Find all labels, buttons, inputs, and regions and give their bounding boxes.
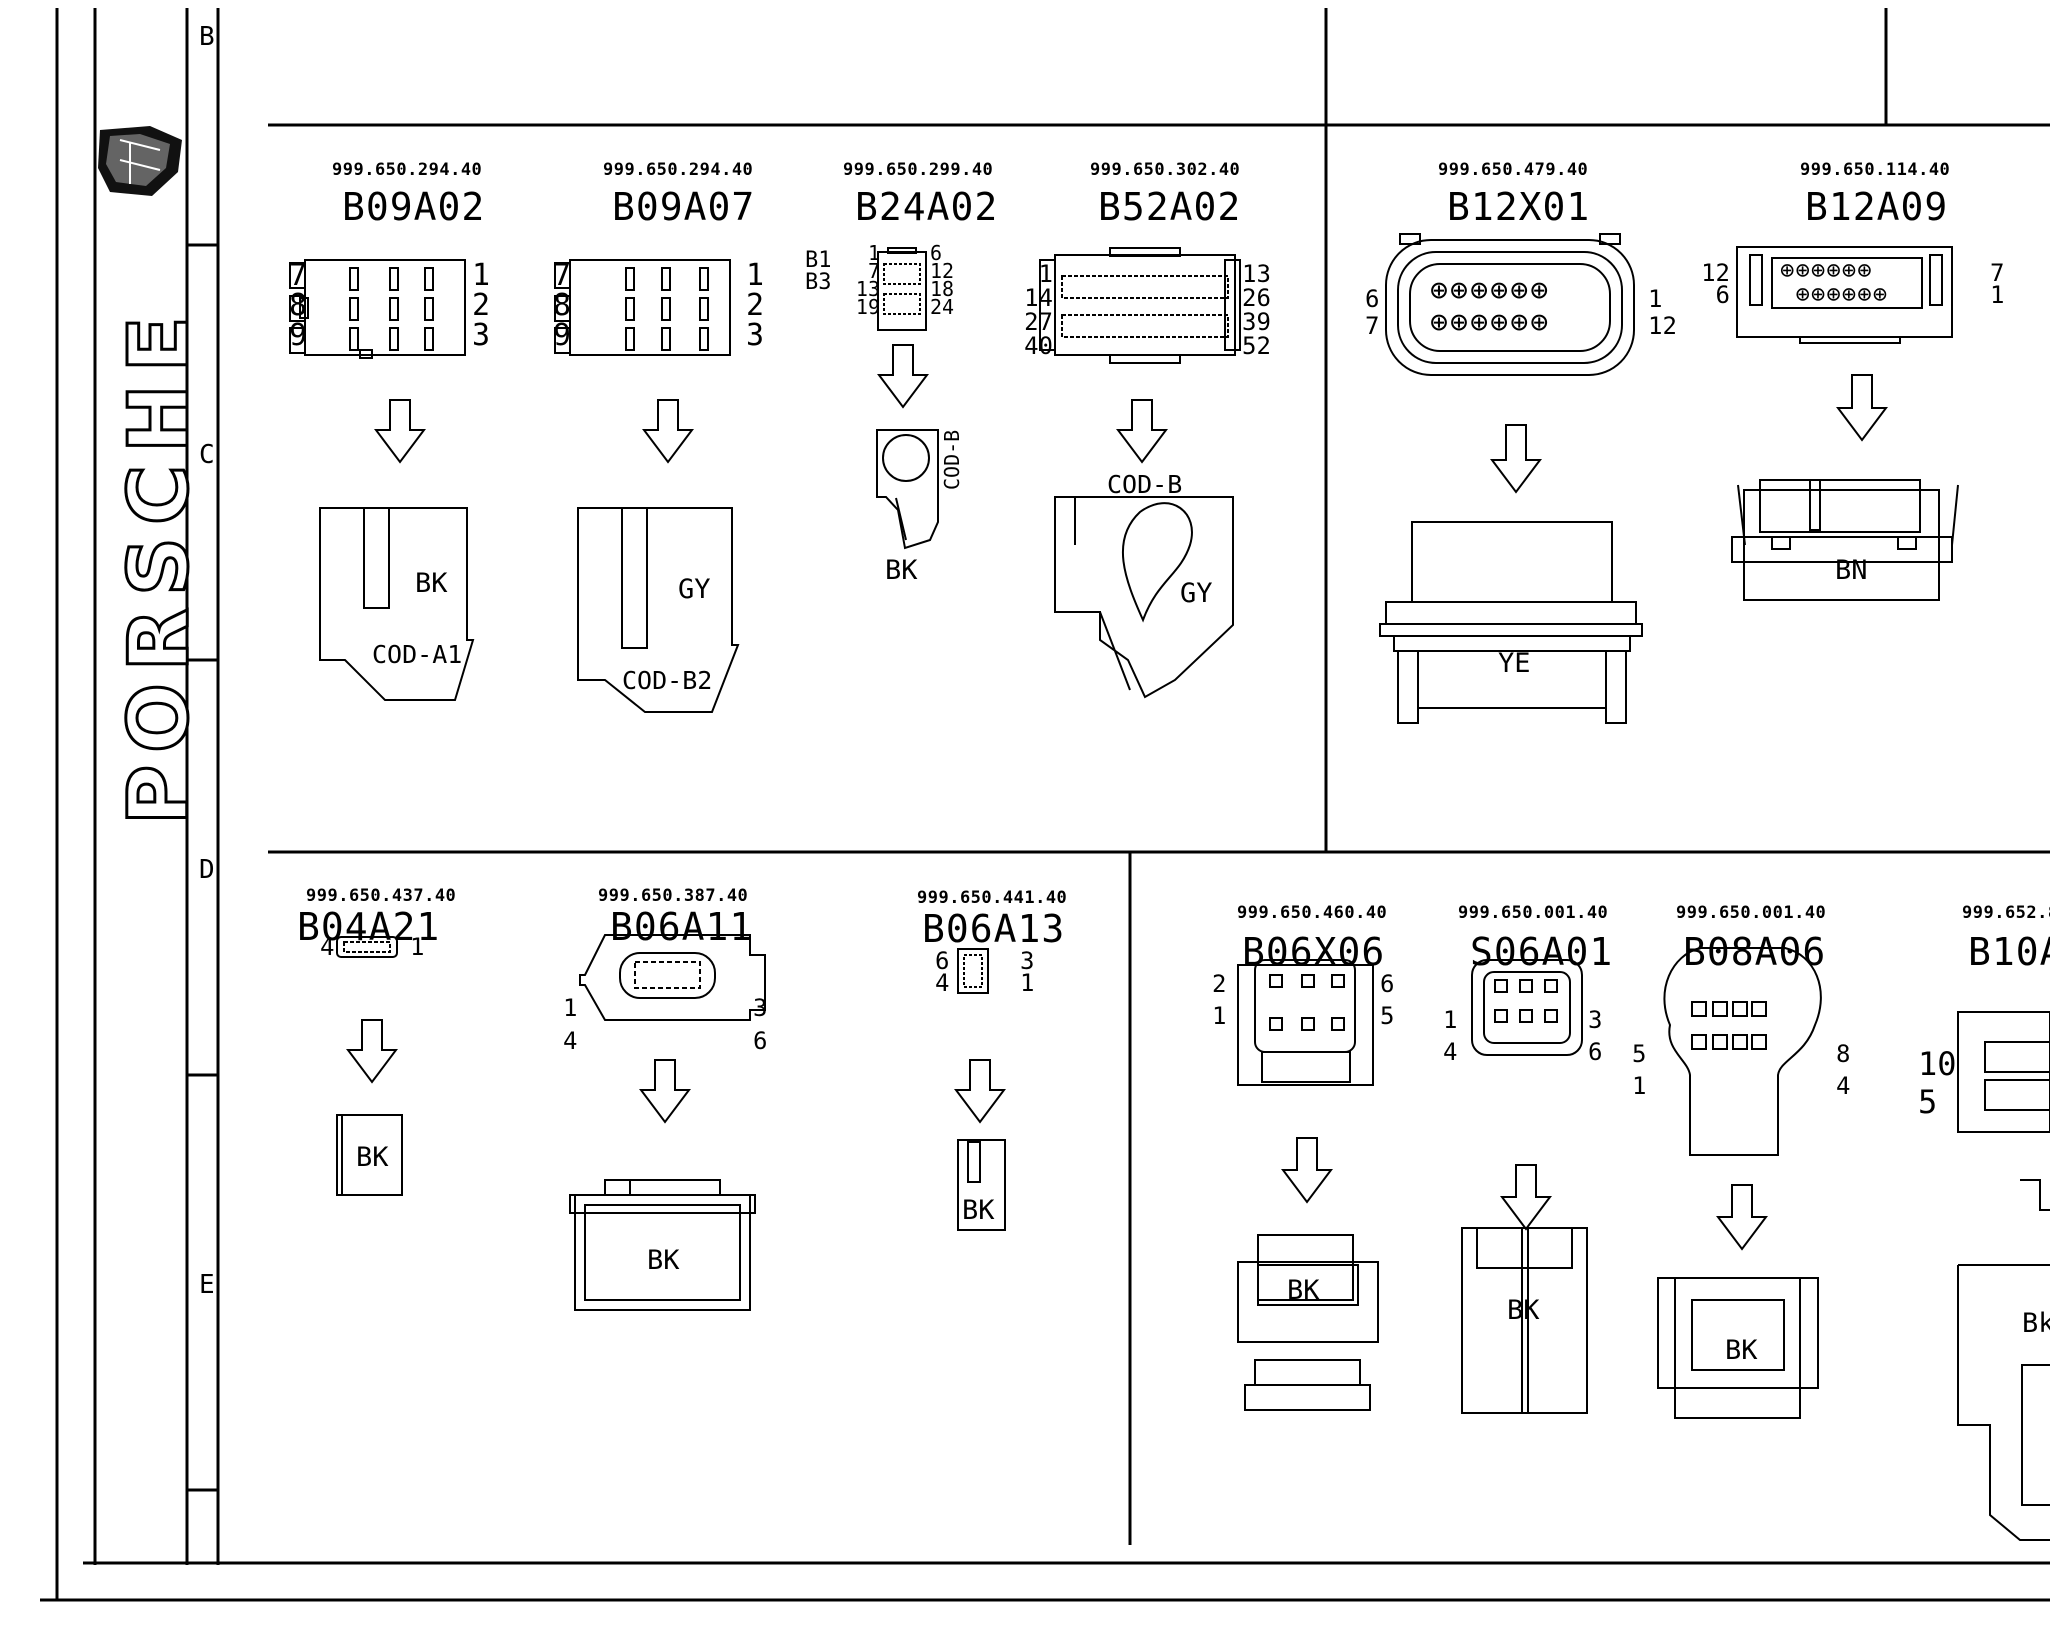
row-label-e: E [199, 1270, 215, 1300]
connector-code: B09A02 [342, 185, 486, 229]
color-code: GY [1180, 578, 1213, 609]
part-number: 999.650.441.40 [917, 888, 1068, 908]
row-label-c: C [199, 440, 215, 470]
pins-right: 6 12 18 24 [930, 241, 955, 319]
pins-left: 1 14 27 40 [1024, 260, 1053, 360]
pins-right: 1 2 3 [472, 258, 491, 353]
pins-left: 6 7 [1365, 285, 1380, 340]
part-number: 999.650.294.40 [332, 160, 483, 180]
color-code: BK [885, 555, 918, 586]
color-code: GY [678, 574, 711, 605]
pins-right: 8 4 [1836, 1040, 1851, 1100]
connector-code: B06X06 [1242, 930, 1386, 974]
row-label-b: B [199, 22, 215, 52]
part-number: 999.650.294.40 [603, 160, 754, 180]
connector-code: B52A02 [1098, 185, 1242, 229]
pins-right: 1 12 [1648, 285, 1677, 340]
row-label-d: D [199, 855, 215, 885]
pins-left: 5 1 [1632, 1040, 1647, 1100]
color-code: YE [1498, 648, 1531, 679]
pins-right: 3 6 [1588, 1006, 1603, 1066]
color-code: BK [356, 1142, 389, 1173]
part-number: 999.650.460.40 [1237, 903, 1388, 923]
pins-right: 3 6 [753, 994, 768, 1055]
pins-left: 12 6 [1701, 259, 1730, 309]
pins-left: 4 [320, 933, 335, 961]
pins-right: 7 1 [1990, 259, 2005, 309]
color-code: BK [647, 1245, 680, 1276]
pin-row-labels: B1 B3 [805, 248, 832, 295]
pins-left: 7 8 9 [289, 258, 308, 353]
color-code: BK [962, 1195, 995, 1226]
contact-grid: ⊕⊕⊕⊕⊕⊕⊕⊕⊕⊕⊕⊕ [1430, 273, 1551, 340]
porsche-crest-logo [98, 126, 182, 196]
part-number: 999.650.302.40 [1090, 160, 1241, 180]
part-number: 999.650.479.40 [1438, 160, 1589, 180]
color-code: BK [1725, 1335, 1758, 1366]
connector-code: B06A13 [922, 907, 1066, 951]
part-number: 999.650.387.40 [598, 886, 749, 906]
pins-right: 3 1 [1020, 947, 1035, 997]
connector-code: B09A07 [612, 185, 756, 229]
pins-left: 1 4 [563, 994, 578, 1055]
color-code: Bk [2022, 1308, 2050, 1339]
connector-code: B06A11 [610, 905, 754, 949]
porsche-brand-wordmark: PORSCHE [111, 303, 209, 827]
pins-left: 1 4 [1443, 1006, 1458, 1066]
part-number: 999.650.001.40 [1458, 903, 1609, 923]
pins-right: 13 26 39 52 [1242, 260, 1271, 360]
pins-left: 7 8 9 [553, 258, 572, 353]
color-code: BN [1835, 555, 1868, 586]
coding-label: COD-B [1107, 470, 1183, 499]
part-number: 999.652.8 [1962, 903, 2050, 923]
pins-right: 1 [410, 933, 425, 961]
connector-code: B04A21 [297, 905, 441, 949]
color-code: BK [415, 568, 448, 599]
connector-code: S06A01 [1470, 930, 1614, 974]
pins-left: 10 5 [1918, 1045, 1957, 1121]
part-number: 999.650.001.40 [1676, 903, 1827, 923]
color-code: BK [1507, 1295, 1540, 1326]
connector-code: B12A09 [1805, 185, 1949, 229]
connector-code: B24A02 [855, 185, 999, 229]
part-number: 999.650.299.40 [843, 160, 994, 180]
pins-left: 6 4 [935, 947, 950, 997]
contact-grid: ⊕⊕⊕⊕⊕⊕ ⊕⊕⊕⊕⊕⊕ [1780, 256, 1889, 308]
coding-label: COD-B2 [622, 666, 713, 695]
part-number: 999.650.114.40 [1800, 160, 1951, 180]
coding-label: COD-B [940, 429, 964, 490]
pins-right: 6 5 [1380, 970, 1395, 1030]
connector-code: B10A( [1968, 930, 2050, 974]
connector-code: B12X01 [1447, 185, 1591, 229]
pins-left: 1 7 13 19 [855, 241, 880, 319]
color-code: BK [1287, 1275, 1320, 1306]
connector-code: B08A06 [1683, 930, 1827, 974]
pins-left: 2 1 [1212, 970, 1227, 1030]
coding-label: COD-A1 [372, 640, 463, 669]
part-number: 999.650.437.40 [306, 886, 457, 906]
pins-right: 1 2 3 [746, 258, 765, 353]
